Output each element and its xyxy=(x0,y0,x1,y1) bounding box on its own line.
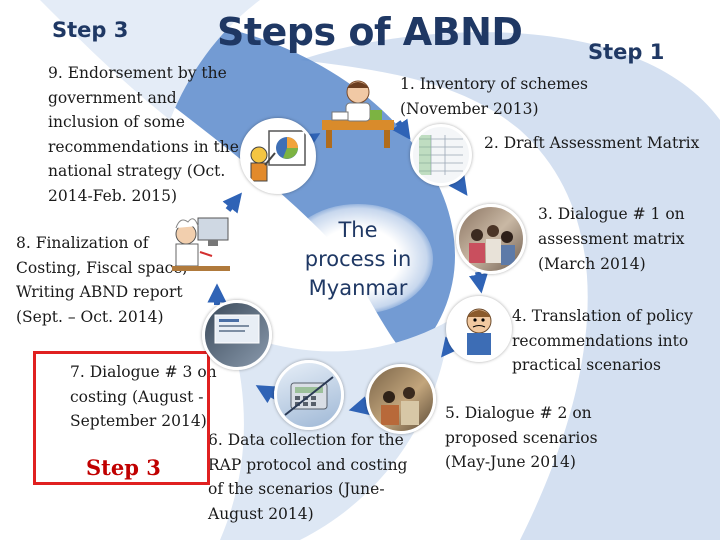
calculator-icon xyxy=(274,360,344,430)
step-4-text: 4. Translation of policy recommendations… xyxy=(512,307,693,374)
presentation-photo-icon xyxy=(202,300,272,370)
step-tag-top-left: Step 3 xyxy=(52,18,129,42)
center-process-label: The process in Myanmar xyxy=(283,204,433,314)
spreadsheet-icon xyxy=(410,124,472,186)
step-6-text: 6. Data collection for the RAP protocol … xyxy=(208,431,408,523)
step-9-text: 9. Endorsement by the government and inc… xyxy=(48,64,239,205)
confused-man-clipart-icon xyxy=(446,296,512,362)
pale-swoosh-left xyxy=(40,0,260,120)
light-blue-swoosh xyxy=(300,32,720,540)
step-tag-top-right: Step 1 xyxy=(588,40,665,64)
arrow-8-to-9 xyxy=(222,192,242,214)
step-tag-bottom-left: Step 3 xyxy=(86,455,161,480)
page-title: Steps of ABND xyxy=(217,10,523,54)
arrow-1-to-2 xyxy=(391,118,411,140)
meeting-photo-icon xyxy=(456,204,526,274)
step-5-text: 5. Dialogue # 2 on proposed scenarios (M… xyxy=(445,404,598,471)
teacher-desk-clipart-icon xyxy=(322,80,394,148)
step-1-text: 1. Inventory of schemes (November 2013) xyxy=(400,75,588,118)
arrow-3-to-4 xyxy=(468,271,488,294)
pie-chart-presenter-icon xyxy=(240,118,316,194)
scientist-clipart-icon xyxy=(172,217,230,271)
step-8-text: 8. Finalization of Costing, Fiscal space… xyxy=(16,234,188,326)
step-7-text: 7. Dialogue # 3 on costing (August - Sep… xyxy=(70,363,217,430)
step-3-text: 3. Dialogue # 1 on assessment matrix (Ma… xyxy=(538,205,685,273)
meeting-photo-icon xyxy=(366,364,436,434)
step-2-text: 2. Draft Assessment Matrix xyxy=(484,134,700,152)
step-7-highlight-box xyxy=(33,351,210,485)
